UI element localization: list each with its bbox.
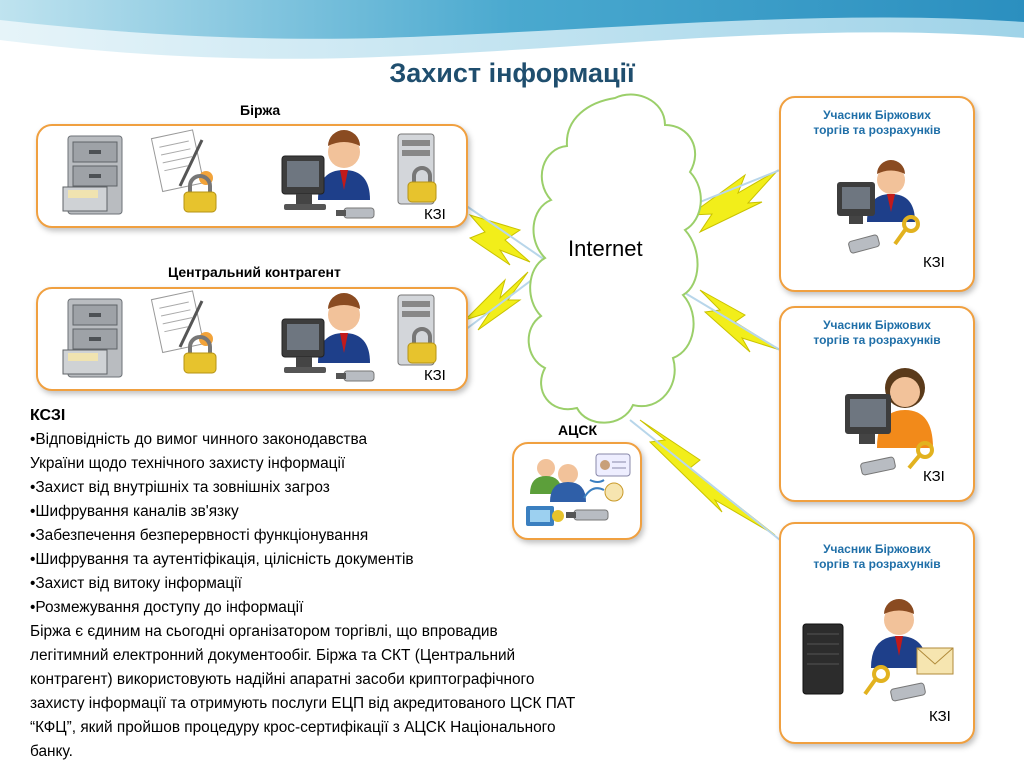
internet-cloud	[527, 93, 702, 424]
counterparty-panel: КЗІ	[36, 287, 468, 391]
exchange-label: Біржа	[240, 102, 281, 118]
kszi-bullet: •Забезпечення безперервності функціонува…	[30, 527, 369, 544]
slide-title: Захист інформації	[389, 58, 635, 88]
participant-panel-2: Учасник Біржових торгів та розрахунків К…	[779, 306, 975, 502]
kszi-bullet: •Розмежування доступу до інформації	[30, 599, 304, 616]
exchange-panel: КЗІ	[36, 124, 468, 228]
kszi-paragraph-line: Біржа є єдиним на сьогодні організатором…	[30, 623, 498, 640]
kszi-bullet: України щодо технічного захисту інформац…	[30, 455, 346, 472]
participant-panel-1: Учасник Біржових торгів та розрахунків К…	[779, 96, 975, 292]
server-lock-icon	[397, 133, 437, 205]
acsk-panel	[512, 442, 642, 540]
participant-workstation-icon	[837, 160, 920, 254]
participant-title: Учасник Біржових торгів та розрахунків	[813, 108, 941, 137]
internet-label: Internet	[568, 236, 643, 261]
header-wave-background	[0, 0, 1024, 59]
participant-title: Учасник Біржових торгів та розрахунків	[813, 542, 941, 571]
kszi-paragraph-line: легітимний електронний документообіг. Бі…	[30, 647, 516, 664]
kszi-bullet: •Захист від внутрішніх та зовнішніх загр…	[30, 479, 330, 496]
kszi-text-block: КСЗІ •Відповідність до вимог чинного зак…	[30, 404, 670, 764]
certificate-authority-icon	[526, 453, 631, 526]
user-workstation-icon	[281, 293, 375, 382]
acsk-label: АЦСК	[558, 422, 597, 438]
signed-document-lock-icon	[150, 129, 217, 213]
participant-kzi-label: КЗІ	[923, 254, 945, 271]
participant-workstation-icon	[845, 368, 934, 476]
kszi-paragraph-line: контрагент) використовують надійні апара…	[30, 671, 535, 688]
participant-kzi-label: КЗІ	[929, 708, 951, 725]
lightning-bolt-participant-2	[699, 289, 781, 353]
kszi-bullet: •Захист від витоку інформації	[30, 575, 242, 592]
file-cabinet-icon	[62, 135, 123, 215]
lightning-bolt-counterparty	[464, 271, 529, 331]
participant-panel-3: Учасник Біржових торгів та розрахунків К…	[779, 522, 975, 744]
kszi-bullet: •Відповідність до вимог чинного законода…	[30, 431, 368, 448]
lightning-bolt-exchange	[468, 214, 531, 266]
kszi-heading: КСЗІ	[30, 407, 66, 424]
user-workstation-icon	[281, 130, 375, 219]
counterparty-kzi-label: КЗІ	[424, 367, 446, 384]
signed-document-lock-icon	[150, 290, 217, 374]
counterparty-label: Центральний контрагент	[168, 264, 341, 280]
file-cabinet-icon	[62, 298, 123, 378]
server-lock-icon	[397, 294, 437, 366]
participant-title: Учасник Біржових торгів та розрахунків	[813, 318, 941, 347]
kszi-paragraph-line: “КФЦ”, який пройшов процедуру крос-серти…	[30, 719, 556, 736]
kszi-paragraph-line: захисту інформації та отримують послуги …	[30, 695, 576, 712]
participant-server-mail-icon	[802, 599, 954, 702]
kszi-paragraph-line: банку.	[30, 743, 73, 760]
participant-kzi-label: КЗІ	[923, 468, 945, 485]
exchange-kzi-label: КЗІ	[424, 206, 446, 223]
kszi-bullet: •Шифрування каналів зв'язку	[30, 503, 239, 520]
kszi-bullet: •Шифрування та аутентіфікація, цілісніст…	[30, 551, 414, 568]
